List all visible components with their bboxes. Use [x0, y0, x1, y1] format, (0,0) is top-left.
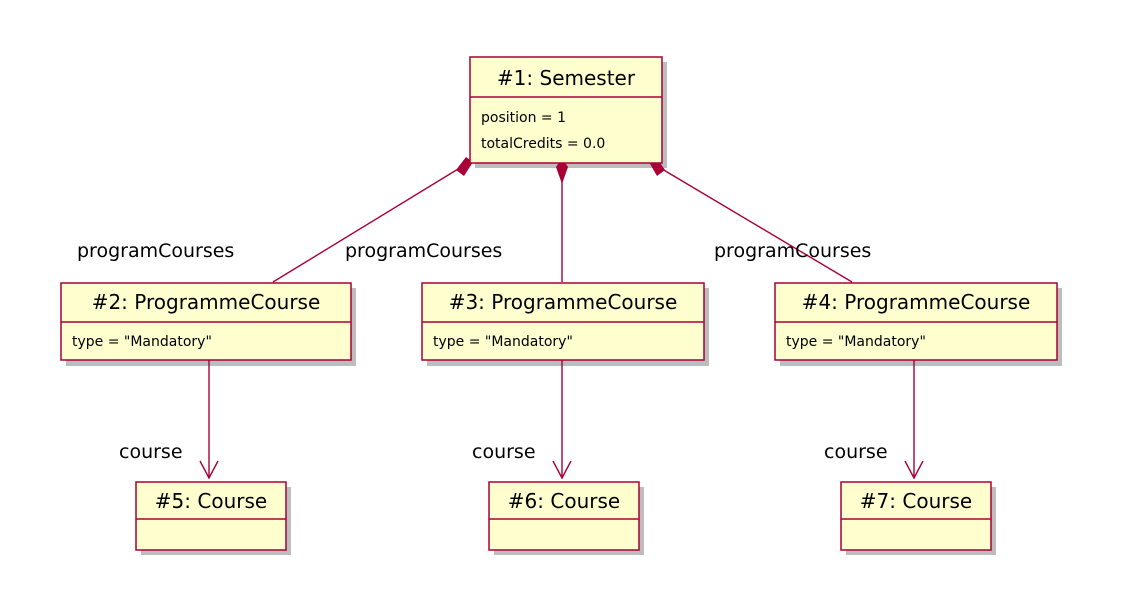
object-title: #4: ProgrammeCourse [802, 290, 1031, 314]
object-attribute: type = "Mandatory" [786, 334, 926, 350]
object-attribute: position = 1 [481, 110, 566, 126]
object-title: #3: ProgrammeCourse [449, 290, 678, 314]
arrowhead-icon [552, 460, 572, 480]
arrowhead-icon [904, 460, 924, 480]
role-label-course: course [119, 441, 183, 463]
object-title: #5: Course [155, 489, 267, 513]
role-label-program-courses: programCourses [77, 240, 234, 262]
object-course-6[interactable]: #6: Course [488, 481, 640, 551]
object-semester[interactable]: #1: Semester position = 1 totalCredits =… [469, 56, 663, 164]
object-programme-course-3[interactable]: #3: ProgrammeCourse type = "Mandatory" [421, 282, 705, 361]
object-title: #2: ProgrammeCourse [92, 290, 321, 314]
object-title: #7: Course [860, 489, 972, 513]
role-label-course: course [472, 441, 536, 463]
edge-semester-pc4 [656, 165, 853, 283]
role-label-program-courses: programCourses [345, 240, 502, 262]
role-label-course: course [824, 441, 888, 463]
composition-edges [272, 165, 853, 283]
object-programme-course-2[interactable]: #2: ProgrammeCourse type = "Mandatory" [60, 282, 352, 361]
object-attribute: type = "Mandatory" [433, 334, 573, 350]
object-course-7[interactable]: #7: Course [840, 481, 992, 551]
arrowhead-icon [199, 460, 219, 480]
edge-semester-pc2 [272, 165, 464, 283]
diamond-icon [456, 157, 473, 176]
object-programme-course-4[interactable]: #4: ProgrammeCourse type = "Mandatory" [774, 282, 1058, 361]
object-title: #1: Semester [497, 66, 636, 90]
object-attribute: type = "Mandatory" [72, 334, 212, 350]
object-title: #6: Course [508, 489, 620, 513]
role-labels: programCourses programCourses programCou… [77, 240, 888, 463]
role-label-program-courses: programCourses [714, 240, 871, 262]
course-edges [199, 360, 924, 480]
object-course-5[interactable]: #5: Course [135, 481, 287, 551]
diamond-icon [556, 158, 568, 184]
object-attribute: totalCredits = 0.0 [481, 136, 605, 152]
